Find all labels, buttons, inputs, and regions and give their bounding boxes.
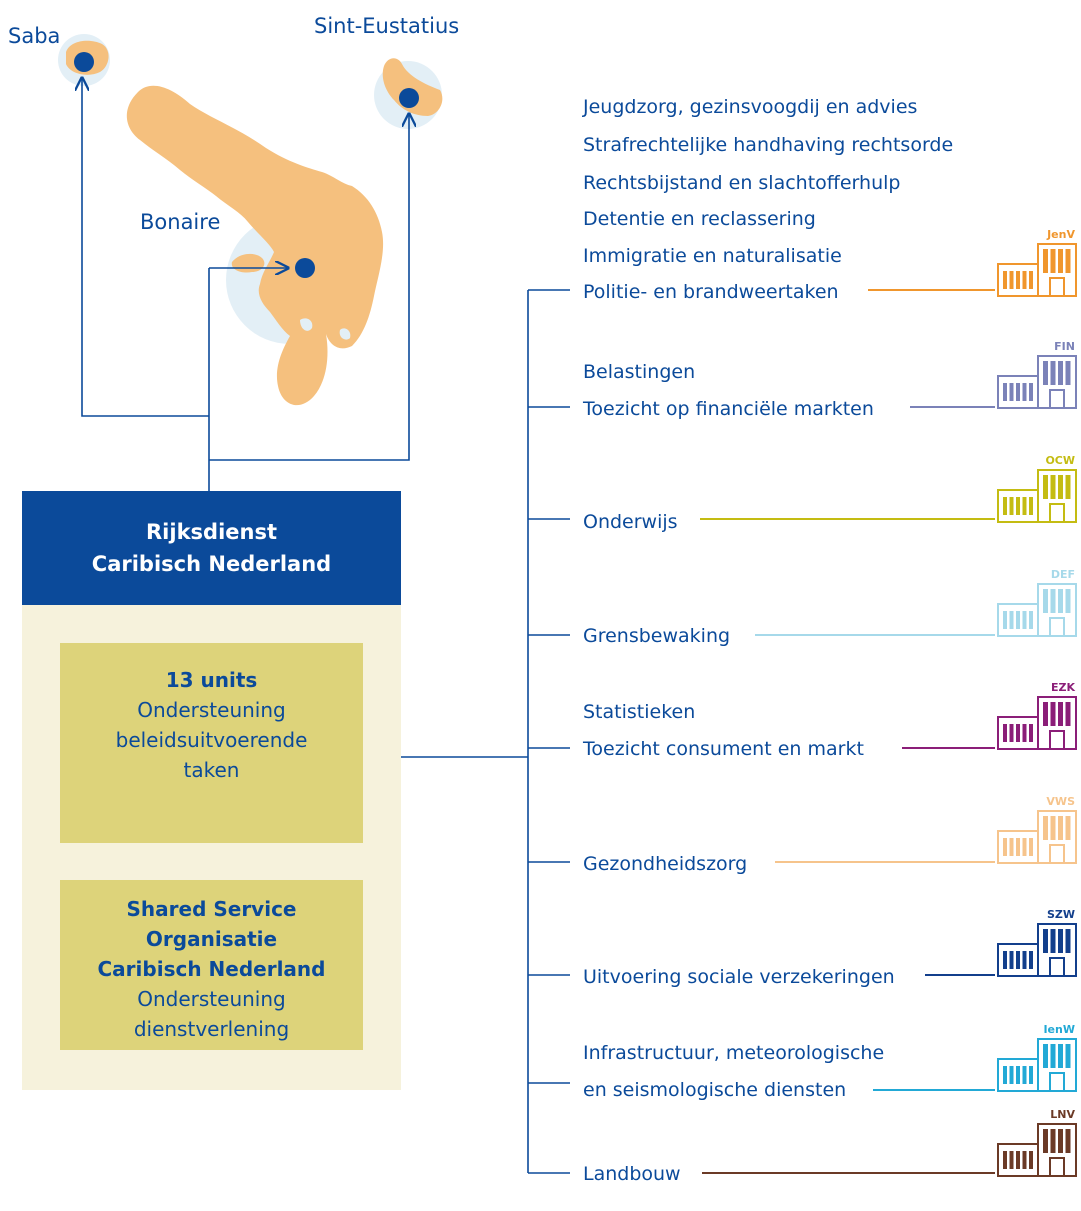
sso-title-line: Organisatie <box>145 927 278 951</box>
ministry-building-icon: DEF <box>995 568 1079 644</box>
ministry-building-icon: OCW <box>995 454 1079 530</box>
ministry-building-icon: EZK <box>995 681 1079 757</box>
saba-dot <box>74 52 94 72</box>
ministry-abbr: VWS <box>1046 795 1075 808</box>
bonaire-dot <box>295 258 315 278</box>
bonaire-island <box>126 85 384 406</box>
task-text: Gezondheidszorg <box>583 853 748 875</box>
task-text: Statistieken <box>583 701 696 723</box>
sint-eustatius-island <box>382 58 443 116</box>
units-box: 13 units Ondersteuning beleidsuitvoerend… <box>60 643 363 843</box>
island-label-bonaire: Bonaire <box>140 210 221 234</box>
ministry-abbr: JenV <box>1047 228 1075 241</box>
ministry-abbr: OCW <box>1045 454 1075 467</box>
ministry-abbr: LNV <box>1050 1108 1075 1121</box>
ministry-building-icon: JenV <box>995 228 1079 304</box>
task-text: Infrastructuur, meteorologische <box>583 1042 885 1064</box>
task-text: Landbouw <box>583 1163 681 1185</box>
task-text: Onderwijs <box>583 511 678 533</box>
ministry-abbr: FIN <box>1054 340 1075 353</box>
ministry-building-icon: FIN <box>995 340 1079 416</box>
task-text: Belastingen <box>583 361 696 383</box>
ministry-abbr: IenW <box>1043 1023 1075 1036</box>
island-label-sint-eustatius: Sint-Eustatius <box>314 14 460 38</box>
sso-title-line: Caribisch Nederland <box>97 957 326 981</box>
units-line: Ondersteuning <box>137 698 286 722</box>
task-text: Uitvoering sociale verzekeringen <box>583 966 895 988</box>
ministry-building-icon: VWS <box>995 795 1079 871</box>
units-title: 13 units <box>165 668 258 692</box>
sso-title-line: Shared Service <box>126 897 297 921</box>
connector-to-saba <box>82 78 209 417</box>
rcn-box: Rijksdienst Caribisch Nederland <box>22 491 401 605</box>
ministry-abbr: EZK <box>1050 681 1075 694</box>
task-text: Toezicht consument en markt <box>583 738 864 760</box>
task-text: Politie- en brandweertaken <box>583 281 839 303</box>
task-text: Detentie en reclassering <box>583 208 816 230</box>
sint-eustatius-dot <box>399 88 419 108</box>
task-text: Toezicht op financiële markten <box>583 398 874 420</box>
rcn-line-2: Caribisch Nederland <box>91 552 332 576</box>
ministry-abbr: SZW <box>1046 908 1075 921</box>
sso-line: dienstverlening <box>133 1017 290 1041</box>
island-label-saba: Saba <box>8 24 61 48</box>
task-text: Jeugdzorg, gezinsvoogdij en advies <box>583 96 918 118</box>
task-text: Rechtsbijstand en slachtofferhulp <box>583 172 901 194</box>
sso-line: Ondersteuning <box>137 987 286 1011</box>
rcn-line-1: Rijksdienst <box>146 520 277 544</box>
task-text: Strafrechtelijke handhaving rechtsorde <box>583 134 954 156</box>
units-line: taken <box>183 758 240 782</box>
units-line: beleidsuitvoerende <box>115 728 308 752</box>
ministry-building-icon: SZW <box>995 908 1079 984</box>
task-text: Grensbewaking <box>583 625 731 647</box>
ministry-building-icon: LNV <box>995 1108 1079 1184</box>
sso-box: Shared Service Organisatie Caribisch Ned… <box>60 880 363 1050</box>
task-text: Immigratie en naturalisatie <box>583 245 842 267</box>
connector-to-sint-eustatius <box>209 114 409 461</box>
ministry-abbr: DEF <box>1050 568 1075 581</box>
task-text: en seismologische diensten <box>583 1079 847 1101</box>
ministry-building-icon: IenW <box>995 1023 1079 1099</box>
